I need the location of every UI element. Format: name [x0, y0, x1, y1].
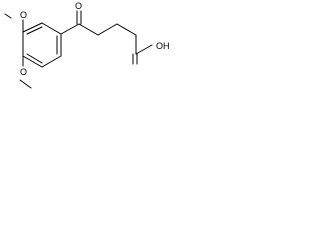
bond-ring-5 — [22, 55, 43, 68]
structure-diagram: O O O OH — [4, 1, 170, 89]
carboxylic-acid-oh-label: OH — [156, 41, 170, 51]
bond-acid-to-oh — [135, 44, 153, 55]
methoxy-top-oxygen-label: O — [20, 10, 27, 20]
bond-chain-2 — [97, 23, 118, 36]
bond-methyl-bottom — [19, 79, 32, 89]
methoxy-bottom-oxygen-label: O — [20, 67, 27, 77]
bond-chain-3 — [116, 23, 137, 36]
bond-ring-inner-1 — [26, 26, 43, 35]
bond-ring-inner-3 — [26, 53, 43, 64]
bond-ring-2 — [41, 22, 62, 35]
bond-ring-4 — [41, 55, 62, 68]
bond-ring-1 — [22, 22, 43, 33]
bond-methyl-top — [4, 13, 12, 19]
bond-ring-to-carbonyl — [60, 23, 80, 35]
bond-chain-1 — [78, 23, 99, 36]
ketone-oxygen-label: O — [75, 1, 82, 11]
